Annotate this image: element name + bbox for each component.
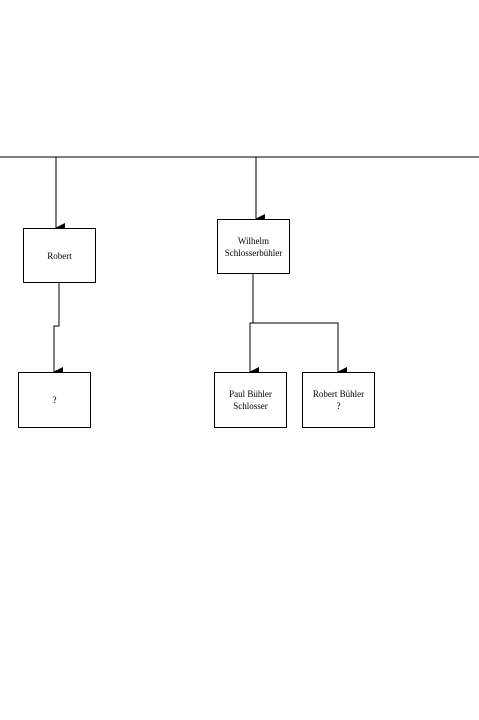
- person-label-unknown: ?: [52, 395, 57, 405]
- person-box-paul-buehler: Paul Bühler Schlosser: [214, 372, 287, 428]
- edge-robert-to-unknown: [53, 283, 63, 377]
- edge-wilhelm-to-paul: [249, 322, 259, 377]
- person-box-robert: Robert: [23, 228, 96, 283]
- edge-wilhelm-to-robert-buehler: [253, 322, 347, 377]
- person-box-robert-buehler: Robert Bühler ?: [302, 372, 375, 428]
- person-label-robert: Robert: [47, 250, 72, 261]
- person-label-wilhelm: Wilhelm Schlosserbühler: [224, 235, 283, 258]
- person-label-robert-buehler: Robert Bühler ?: [312, 389, 365, 411]
- person-label-paul-buehler: Paul Bühler Schlosser: [229, 389, 272, 411]
- person-box-unknown: ?: [18, 372, 91, 428]
- person-box-wilhelm: Wilhelm Schlosserbühler: [217, 219, 290, 274]
